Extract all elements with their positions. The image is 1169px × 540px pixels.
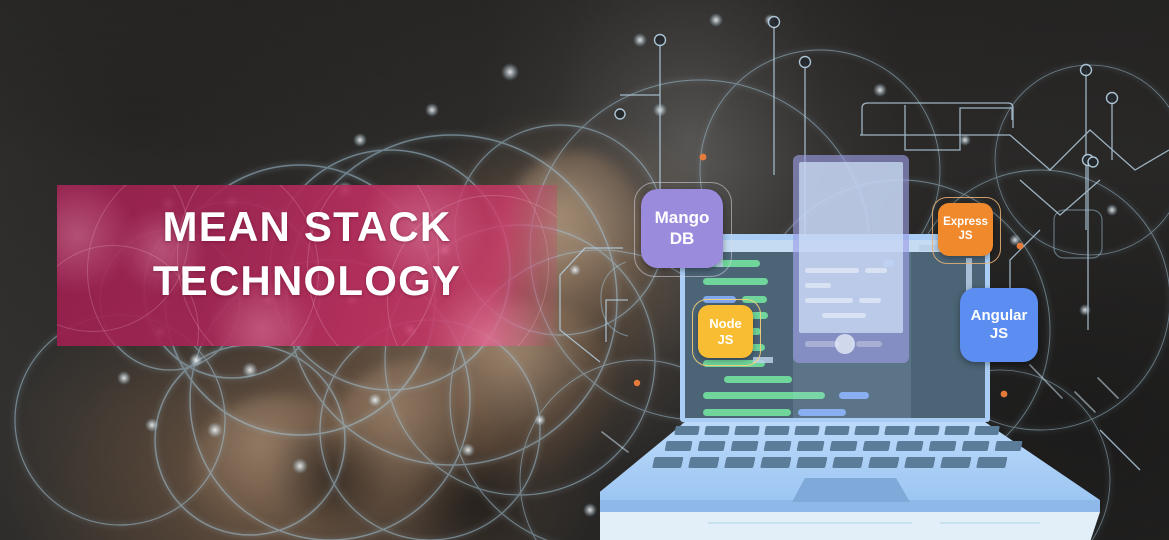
phone-overlay xyxy=(793,155,909,363)
node-js-badge[interactable]: Node JS xyxy=(698,305,753,358)
connector-node xyxy=(753,357,773,363)
headline-banner xyxy=(57,185,557,346)
angular-js-badge[interactable]: Angular JS xyxy=(960,288,1038,362)
express-js-badge[interactable]: Express JS xyxy=(938,203,993,256)
connector-express xyxy=(919,245,941,251)
page-title: MEAN STACK TECHNOLOGY xyxy=(152,203,462,304)
connector-angular xyxy=(966,258,972,294)
mongo-db-badge[interactable]: Mango DB xyxy=(641,189,723,268)
